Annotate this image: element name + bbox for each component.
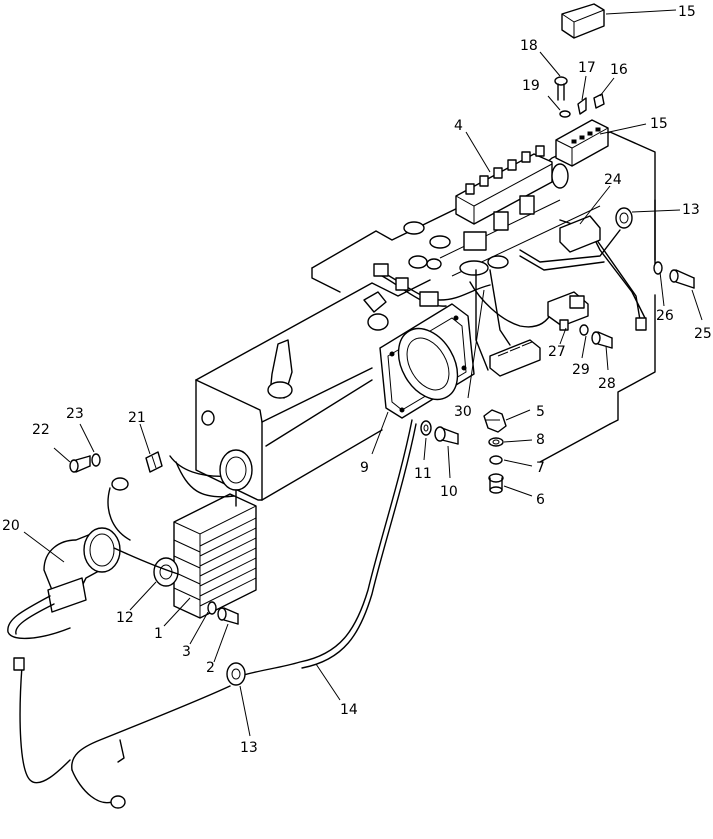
grommet-12 (153, 557, 179, 587)
washer-3 (207, 601, 217, 615)
callout-30-connector: 30 (454, 404, 472, 420)
harness-to-connector (107, 449, 253, 575)
callout-5-bracket: 5 (536, 404, 545, 420)
callout-16-clip: 16 (610, 62, 628, 78)
callout-9-speaker: 9 (360, 460, 369, 476)
callout-7-washer: 7 (536, 460, 545, 476)
speaker (379, 303, 475, 419)
cable-14 (13, 419, 417, 809)
callout-4-switch-panel: 4 (454, 118, 463, 134)
callout-13-grommet-lower: 13 (240, 740, 258, 756)
fuse-box (555, 119, 609, 167)
internal-harness (267, 215, 647, 399)
bolt-10 (434, 426, 459, 445)
clip-16 (593, 93, 605, 109)
callout-26-washer: 26 (656, 308, 674, 324)
washer-7 (489, 455, 503, 465)
callout-15-cover: 15 (678, 4, 696, 20)
callout-12-grommet: 12 (116, 610, 134, 626)
callout-1-regulator: 1 (154, 626, 163, 642)
washer-26 (653, 261, 663, 275)
callout-11-washer: 11 (414, 466, 432, 482)
callout-20-connector: 20 (2, 518, 20, 534)
callout-13-grommet-upper: 13 (682, 202, 700, 218)
callout-21-clip: 21 (128, 410, 146, 426)
callout-22-bolt: 22 (32, 422, 50, 438)
grommet-13-upper (615, 207, 633, 229)
callout-17-clip: 17 (578, 60, 596, 76)
callout-15-fuse-box: 15 (650, 116, 668, 132)
washer-8 (488, 437, 504, 447)
callout-2-bolt: 2 (206, 660, 215, 676)
clip-21 (145, 451, 163, 473)
grommet-13-lower (226, 662, 246, 686)
callout-8-washer: 8 (536, 432, 545, 448)
callout-6-bolt: 6 (536, 492, 545, 508)
callout-14-cable: 14 (340, 702, 358, 718)
washer-29 (579, 324, 589, 336)
leader-lines (23, 9, 703, 737)
switch-panel (455, 145, 569, 276)
callout-23-washer: 23 (66, 406, 84, 422)
callout-labels: 15 18 17 16 19 15 4 24 13 26 25 27 29 28… (2, 4, 712, 756)
bracket-5 (483, 409, 507, 433)
callout-27-relay: 27 (548, 344, 566, 360)
callout-3-washer: 3 (182, 644, 191, 660)
washer-23 (91, 453, 101, 467)
fuse-box-cover (561, 3, 605, 39)
bolt-2 (217, 607, 239, 625)
screw-18 (554, 76, 568, 101)
callout-29-washer: 29 (572, 362, 590, 378)
elbow-connector (7, 527, 121, 640)
regulator-heat-sink (173, 493, 257, 619)
bolt-6 (488, 473, 504, 494)
bolt-22 (69, 455, 91, 473)
callout-25-bolt: 25 (694, 326, 712, 342)
washer-11 (420, 420, 432, 436)
callout-28-bolt: 28 (598, 376, 616, 392)
bolt-28 (591, 331, 613, 349)
callout-24-relay: 24 (604, 172, 622, 188)
washer-19 (559, 110, 571, 118)
callout-18-screw: 18 (520, 38, 538, 54)
callout-10-bolt: 10 (440, 484, 458, 500)
bolt-25 (669, 269, 695, 289)
clip-17 (577, 97, 587, 115)
callout-19-washer: 19 (522, 78, 540, 94)
